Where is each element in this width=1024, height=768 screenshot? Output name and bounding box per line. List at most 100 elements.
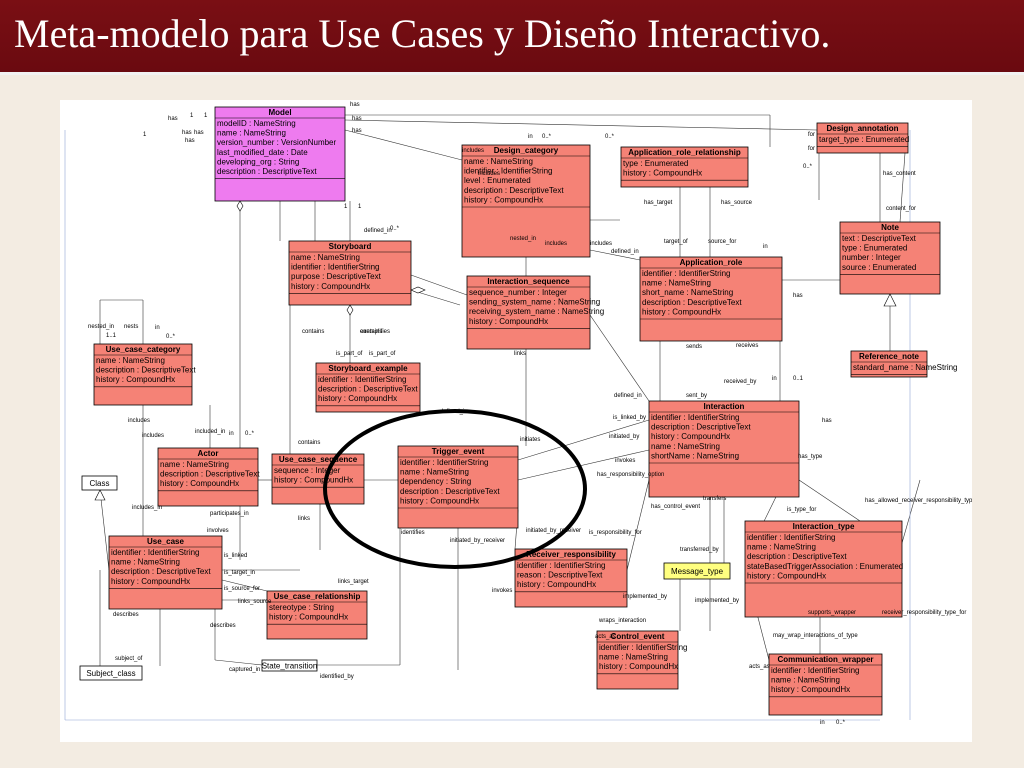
aggregation-diamond — [236, 200, 244, 212]
association-label: is_linked — [224, 553, 247, 559]
association-label: wraps_interaction — [598, 618, 646, 624]
class-attribute: identifier : IdentifierString — [318, 375, 407, 384]
association-label: invokes — [615, 458, 635, 464]
class-attribute: history : CompoundHx — [469, 317, 548, 326]
association-label: nested_in — [88, 324, 114, 330]
association-label: exemplifies — [360, 329, 390, 335]
class-name: Interaction_sequence — [487, 277, 570, 286]
class-attribute: history : CompoundHx — [160, 479, 239, 488]
class-attribute: standard_name : NameString — [853, 363, 958, 372]
association-label: in — [229, 431, 234, 437]
class-name: Design_annotation — [826, 124, 898, 133]
class-name: Actor — [198, 449, 219, 458]
class-attribute: name : NameString — [96, 356, 165, 365]
class-attribute: number : Integer — [842, 253, 901, 262]
class-attribute: purpose : DescriptiveText — [291, 272, 382, 281]
association-label: 1..1 — [106, 333, 117, 339]
association-label: initiated_by_receiver — [450, 538, 505, 544]
association-line — [221, 579, 268, 592]
class-attribute: sequence_number : Integer — [469, 288, 567, 297]
association-label: is_source_for — [224, 586, 260, 592]
class-subject-class: Subject_class — [79, 665, 143, 681]
association-label: has_source — [721, 200, 753, 206]
association-label: 1 — [204, 113, 208, 119]
class-name: Model — [268, 108, 291, 117]
class-attribute: type : Enumerated — [842, 244, 907, 253]
class-attribute: history : CompoundHx — [318, 394, 397, 403]
association-label: has — [352, 116, 362, 122]
association-label: initiates — [520, 437, 540, 443]
association-label: has — [182, 130, 192, 136]
class-attribute: name : NameString — [599, 653, 668, 662]
association-label: is_part_of — [369, 351, 396, 357]
association-label: has_control_event — [651, 504, 700, 510]
class-attribute: source : Enumerated — [842, 263, 916, 272]
highlight-ellipse — [323, 409, 587, 569]
association-label: is_type_for — [787, 507, 816, 513]
class-attribute: name : NameString — [642, 279, 711, 288]
association-label: 1 — [190, 113, 194, 119]
association-label: nests — [124, 324, 138, 330]
association-label: captured_in — [229, 667, 260, 673]
class-attribute: level : Enumerated — [464, 176, 531, 185]
association-label: supports_wrapper — [808, 610, 856, 616]
association-label: identified_by — [320, 674, 354, 680]
class-attribute: name : NameString — [464, 157, 533, 166]
class-attribute: identifier : IdentifierString — [599, 643, 688, 652]
class-name: Note — [881, 223, 899, 232]
association-label: has — [822, 418, 832, 424]
class-attribute: history : CompoundHx — [651, 432, 730, 441]
class-name: Use_case_sequence — [279, 455, 358, 464]
association-label: initiated_by — [609, 434, 639, 440]
association-label: 0..* — [166, 334, 176, 340]
class-attribute: developing_org : String — [217, 157, 299, 166]
association-line — [589, 314, 650, 402]
association-label: links_source — [238, 599, 272, 605]
association-label: 0..* — [836, 720, 846, 726]
class-attribute: name : NameString — [747, 543, 816, 552]
association-label: defined_in — [611, 249, 639, 255]
class-name: Communication_wrapper — [777, 655, 873, 664]
association-label: is_target_in — [224, 570, 255, 576]
association-label: transferred_by — [680, 547, 719, 553]
association-label: links — [298, 516, 310, 522]
association-label: 0..1 — [793, 376, 804, 382]
association-label: implemented_by — [695, 598, 739, 604]
class-attribute: history : CompoundHx — [96, 375, 175, 384]
class-attribute: description : DescriptiveText — [111, 567, 211, 576]
class-attribute: history : CompoundHx — [274, 476, 353, 485]
class-attribute: description : DescriptiveText — [464, 186, 564, 195]
association-label: has_responsibility_option — [597, 472, 664, 478]
association-label: subject_of — [115, 656, 143, 662]
class-name: Interaction_type — [793, 522, 855, 531]
class-name: Application_role — [680, 258, 743, 267]
class-attribute: description : DescriptiveText — [400, 487, 500, 496]
class-name: Receiver_responsibility — [526, 550, 616, 559]
association-label: links — [514, 351, 526, 357]
association-line — [517, 449, 650, 481]
slide-title: Meta-modelo para Use Cases y Diseño Inte… — [14, 11, 831, 56]
association-label: initiated_by_receiver — [526, 528, 581, 534]
class-attribute: dependency : String — [400, 477, 471, 486]
class-state-transition: State_transition — [261, 659, 318, 672]
class-attribute: identifier : IdentifierString — [517, 561, 606, 570]
association-label: sent_by — [686, 393, 707, 399]
association-label: content_for — [886, 206, 916, 212]
association-label: has — [194, 130, 204, 136]
association-line — [344, 119, 818, 131]
association-label: includes — [478, 171, 500, 177]
generalization-arrow — [94, 489, 106, 501]
association-label: invokes — [492, 588, 512, 594]
association-label: identifies — [401, 530, 425, 536]
association-label: 1 — [143, 132, 147, 138]
class-attribute: sending_system_name : NameString — [469, 298, 600, 307]
